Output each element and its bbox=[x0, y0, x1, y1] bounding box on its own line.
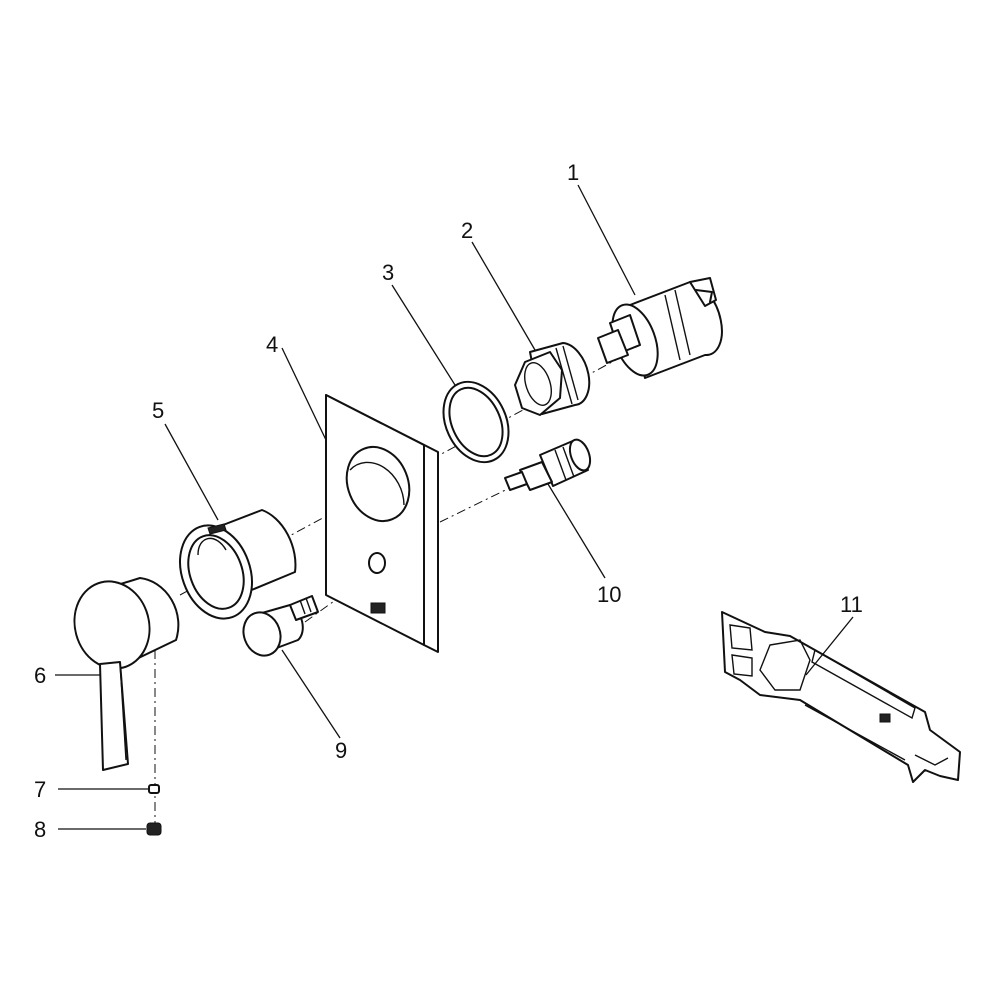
callout-6: 6 bbox=[34, 663, 46, 688]
part-8-cap bbox=[146, 822, 162, 836]
part-2-nut bbox=[514, 342, 591, 416]
callout-5: 5 bbox=[152, 398, 164, 423]
callout-3: 3 bbox=[382, 260, 394, 285]
callout-2: 2 bbox=[461, 218, 473, 243]
part-6-lever-handle bbox=[73, 577, 180, 771]
callout-4: 4 bbox=[266, 332, 278, 357]
part-1-cartridge bbox=[597, 277, 723, 379]
callout-11: 11 bbox=[840, 592, 863, 617]
part-3-o-ring bbox=[442, 380, 510, 464]
callout-9: 9 bbox=[335, 738, 347, 763]
leader-lines bbox=[55, 184, 854, 830]
part-10-diverter-cartridge bbox=[504, 438, 592, 491]
part-11-assembly-wrench bbox=[721, 611, 961, 783]
callout-7: 7 bbox=[34, 777, 46, 802]
part-7-set-screw bbox=[148, 784, 160, 794]
part-9-diverter-knob bbox=[242, 595, 319, 657]
callout-1: 1 bbox=[567, 160, 579, 185]
callout-8: 8 bbox=[34, 817, 46, 842]
callout-10: 10 bbox=[597, 582, 621, 607]
callout-labels: 1 2 3 4 5 6 7 8 9 10 11 bbox=[34, 160, 863, 842]
part-5-sleeve bbox=[179, 509, 297, 620]
part-4-cover-plate bbox=[325, 394, 439, 653]
